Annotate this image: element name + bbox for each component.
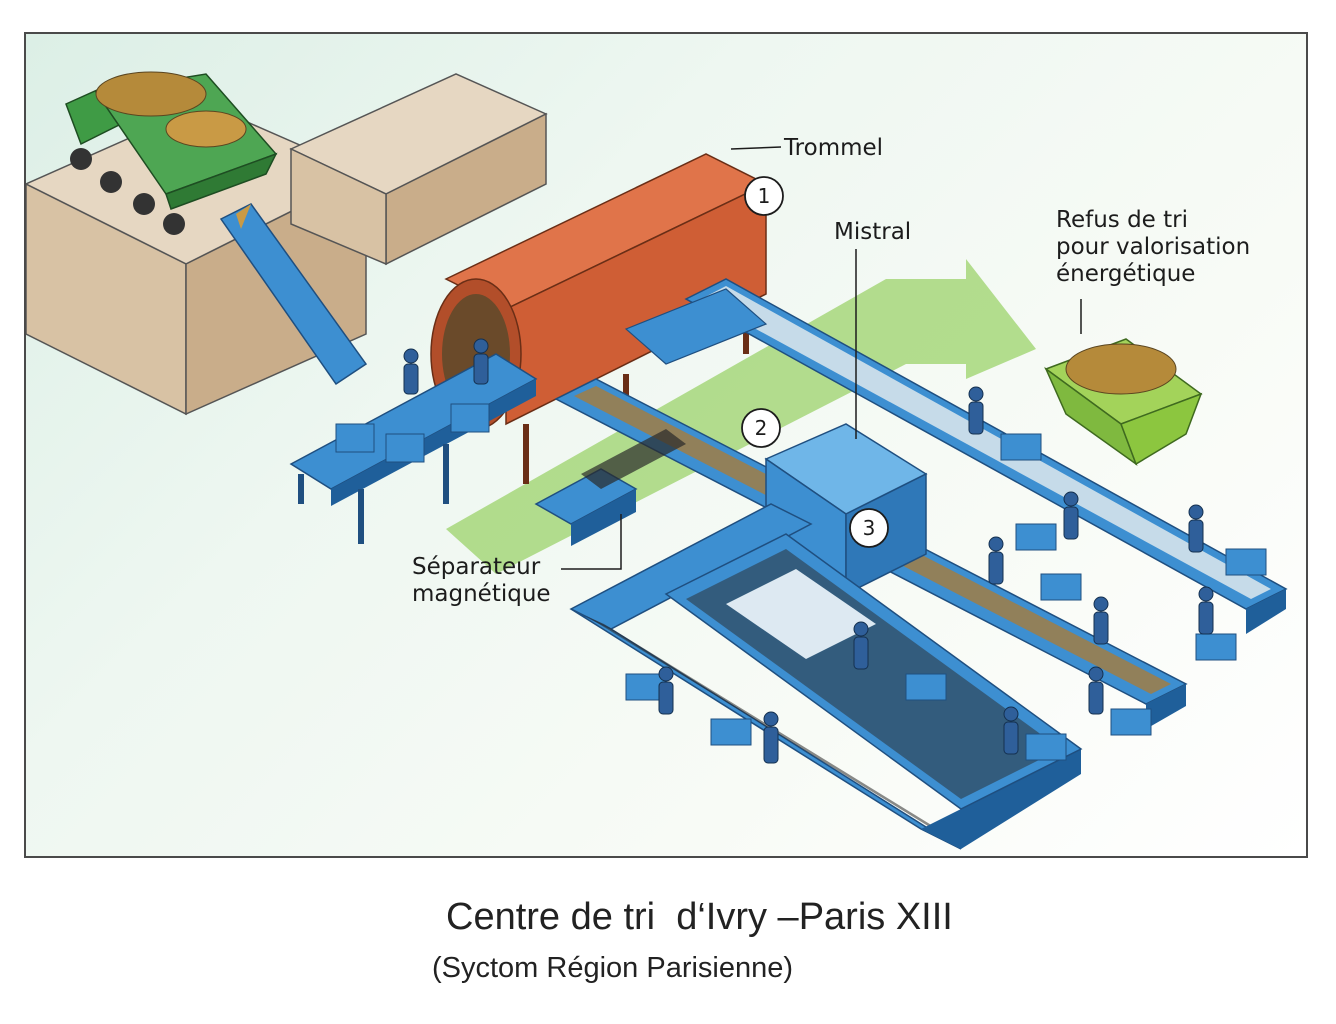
leader-lines	[561, 146, 1082, 570]
feed-conveyor	[219, 203, 368, 386]
upper-conveyor	[624, 278, 1288, 634]
step-marker-2-number: 2	[755, 416, 768, 440]
sorting-workers	[403, 338, 1214, 764]
label-refus-line3: énergétique	[1056, 261, 1195, 287]
magnetic-separator-bin	[534, 429, 686, 546]
label-trommel: Trommel	[783, 135, 883, 161]
sorting-bins	[335, 403, 1267, 761]
garbage-truck	[65, 71, 278, 235]
caption-title: Centre de tri d‘Ivry –Paris XIII	[446, 896, 953, 938]
step-marker-1-number: 1	[758, 184, 771, 208]
label-separateur-line2: magnétique	[412, 581, 551, 607]
step-marker-3: 3	[849, 508, 889, 548]
label-refus-line1: Refus de tri	[1056, 207, 1188, 233]
residual-waste-bin	[1044, 338, 1203, 467]
step-marker-2: 2	[741, 408, 781, 448]
lower-sorting-loop	[569, 503, 1083, 850]
label-refus-line2: pour valorisation	[1056, 234, 1250, 260]
label-separateur-line1: Séparateur	[412, 554, 541, 580]
sorting-center-diagram: 1 2 3 Trommel Mistral Refus de tri pour …	[26, 71, 1288, 850]
label-mistral: Mistral	[834, 219, 911, 245]
tipping-building	[26, 73, 548, 416]
caption-subtitle: (Syctom Région Parisienne)	[432, 952, 794, 984]
sorting-center-illustration: 1 2 3 Trommel Mistral Refus de tri pour …	[24, 32, 1308, 858]
step-marker-3-number: 3	[863, 516, 876, 540]
step-marker-1: 1	[744, 176, 784, 216]
